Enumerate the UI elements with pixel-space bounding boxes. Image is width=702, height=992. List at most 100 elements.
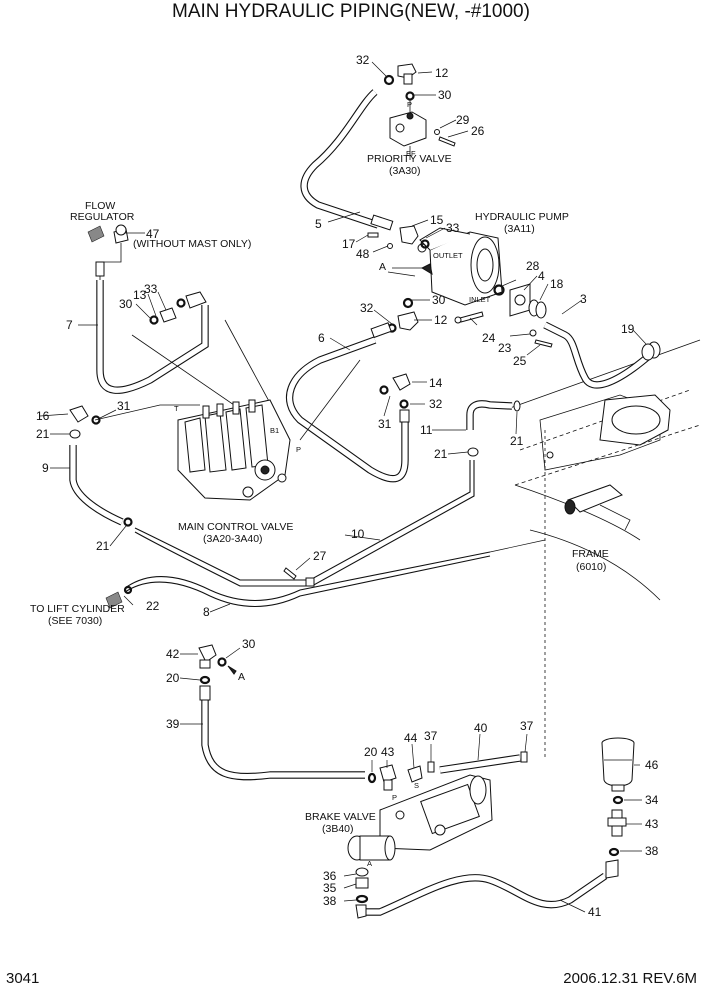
callout-21-mid: 21 xyxy=(434,447,448,461)
callout-48: 48 xyxy=(356,247,370,261)
callout-20-lower: 20 xyxy=(166,671,180,685)
mcv-code: (3A20-3A40) xyxy=(203,533,263,545)
callout-37-a: 37 xyxy=(424,729,438,743)
callout-38-bottom: 38 xyxy=(323,894,337,908)
callout-5: 5 xyxy=(315,217,322,231)
callout-36: 36 xyxy=(323,869,337,883)
lift-cylinder-label: TO LIFT CYLINDER xyxy=(30,603,125,615)
callout-30-top: 30 xyxy=(438,88,452,102)
callout-18: 18 xyxy=(550,277,564,291)
callout-7: 7 xyxy=(66,318,73,332)
callout-19: 19 xyxy=(621,322,635,336)
callout-3: 3 xyxy=(580,292,587,306)
revision-stamp: 2006.12.31 REV.6M xyxy=(563,970,697,987)
callout-21-right: 21 xyxy=(510,434,524,448)
brake-valve: P S A BRAKE VALVE (3B40) xyxy=(305,751,528,919)
callout-40: 40 xyxy=(474,721,488,735)
mcv-port-p: P xyxy=(296,445,301,454)
priority-valve-code: (3A30) xyxy=(389,165,421,177)
hose-6 xyxy=(286,336,409,483)
mcv-fittings: TO LIFT CYLINDER (SEE 7030) xyxy=(30,373,521,627)
callout-6: 6 xyxy=(318,331,325,345)
callout-35: 35 xyxy=(323,881,337,895)
callout-24: 24 xyxy=(482,331,496,345)
callout-21-left: 21 xyxy=(36,427,50,441)
callout-47: 47 xyxy=(146,227,160,241)
callout-22: 22 xyxy=(146,599,160,613)
callout-28: 28 xyxy=(526,259,540,273)
tube-8 xyxy=(124,551,491,602)
pump-inlet-label: INLET xyxy=(469,295,491,304)
hose-39 xyxy=(201,700,365,781)
part-numbers: 32 12 30 29 26 5 15 33 17 48 47 13 33 30… xyxy=(36,53,659,919)
flow-regulator-line1: FLOW xyxy=(85,200,115,212)
bv-port-s: S xyxy=(414,781,419,790)
callout-23: 23 xyxy=(498,341,512,355)
callout-13: 13 xyxy=(133,288,147,302)
brake-valve-code: (3B40) xyxy=(322,823,354,835)
callout-31-left: 31 xyxy=(117,399,131,413)
leader-lines xyxy=(39,61,647,913)
callout-10: 10 xyxy=(351,527,365,541)
callout-15: 15 xyxy=(430,213,444,227)
callout-25: 25 xyxy=(513,354,527,368)
mcv-port-b1: B1 xyxy=(270,426,279,435)
callout-32-right: 32 xyxy=(429,397,443,411)
callout-32-top: 32 xyxy=(356,53,370,67)
callout-9: 9 xyxy=(42,461,49,475)
ref-label-a-bottom: A xyxy=(238,671,245,683)
frame-label: FRAME xyxy=(572,548,609,560)
callout-16: 16 xyxy=(36,409,50,423)
without-mast-note: (WITHOUT MAST ONLY) xyxy=(133,238,251,250)
callout-43-bv: 43 xyxy=(381,745,395,759)
priority-valve: P EF PRIORITY VALVE (3A30) xyxy=(367,63,456,177)
callout-4: 4 xyxy=(538,269,545,283)
callout-20-bv: 20 xyxy=(364,745,378,759)
callout-31-right: 31 xyxy=(378,417,392,431)
frame-assembly: FRAME (6010) xyxy=(509,339,701,760)
pump-outlet-label: OUTLET xyxy=(433,251,463,260)
callout-21-bottom: 21 xyxy=(96,539,110,553)
diagram-title: MAIN HYDRAULIC PIPING(NEW, -#1000) xyxy=(172,1,530,22)
flow-regulator-icon xyxy=(87,225,105,243)
hoses xyxy=(69,89,653,916)
callout-38-right: 38 xyxy=(645,844,659,858)
hydraulic-pump-label: HYDRAULIC PUMP xyxy=(475,211,569,223)
callout-29: 29 xyxy=(456,113,470,127)
priority-valve-label: PRIORITY VALVE xyxy=(367,153,452,165)
callout-17: 17 xyxy=(342,237,356,251)
callout-42: 42 xyxy=(166,647,180,661)
hose-41 xyxy=(365,872,608,916)
callout-39: 39 xyxy=(166,717,180,731)
mid-fittings xyxy=(370,297,419,339)
steel-tubes xyxy=(124,460,546,608)
hydraulic-pump-code: (3A11) xyxy=(504,223,535,235)
callout-33-pump: 33 xyxy=(446,221,460,235)
mcv-label: MAIN CONTROL VALVE xyxy=(178,521,293,533)
lift-cylinder-icon xyxy=(105,591,123,609)
callout-30-lower: 30 xyxy=(242,637,256,651)
brake-reservoir xyxy=(601,737,635,879)
callout-30-left: 30 xyxy=(119,297,133,311)
bv-port-p: P xyxy=(392,793,397,802)
callout-30-mid: 30 xyxy=(432,293,446,307)
callout-11: 11 xyxy=(420,423,433,437)
tube-10 xyxy=(134,460,471,581)
callout-12-mid: 12 xyxy=(434,313,448,327)
callout-14: 14 xyxy=(429,376,443,390)
callout-44: 44 xyxy=(404,731,418,745)
bv-port-a: A xyxy=(367,859,372,868)
flow-regulator: FLOW REGULATOR (WITHOUT MAST ONLY) xyxy=(70,200,251,325)
callout-26: 26 xyxy=(471,124,485,138)
brake-valve-label: BRAKE VALVE xyxy=(305,811,376,823)
frame-code: (6010) xyxy=(576,561,606,573)
callout-37-b: 37 xyxy=(520,719,534,733)
callout-27: 27 xyxy=(313,549,327,563)
callout-41: 41 xyxy=(588,905,602,919)
pv-port-p: P xyxy=(407,100,412,109)
callout-33-left: 33 xyxy=(144,282,158,296)
flow-regulator-line2: REGULATOR xyxy=(70,211,135,223)
callout-12-top: 12 xyxy=(435,66,449,80)
callout-32-mid: 32 xyxy=(360,301,374,315)
callout-34: 34 xyxy=(645,793,659,807)
